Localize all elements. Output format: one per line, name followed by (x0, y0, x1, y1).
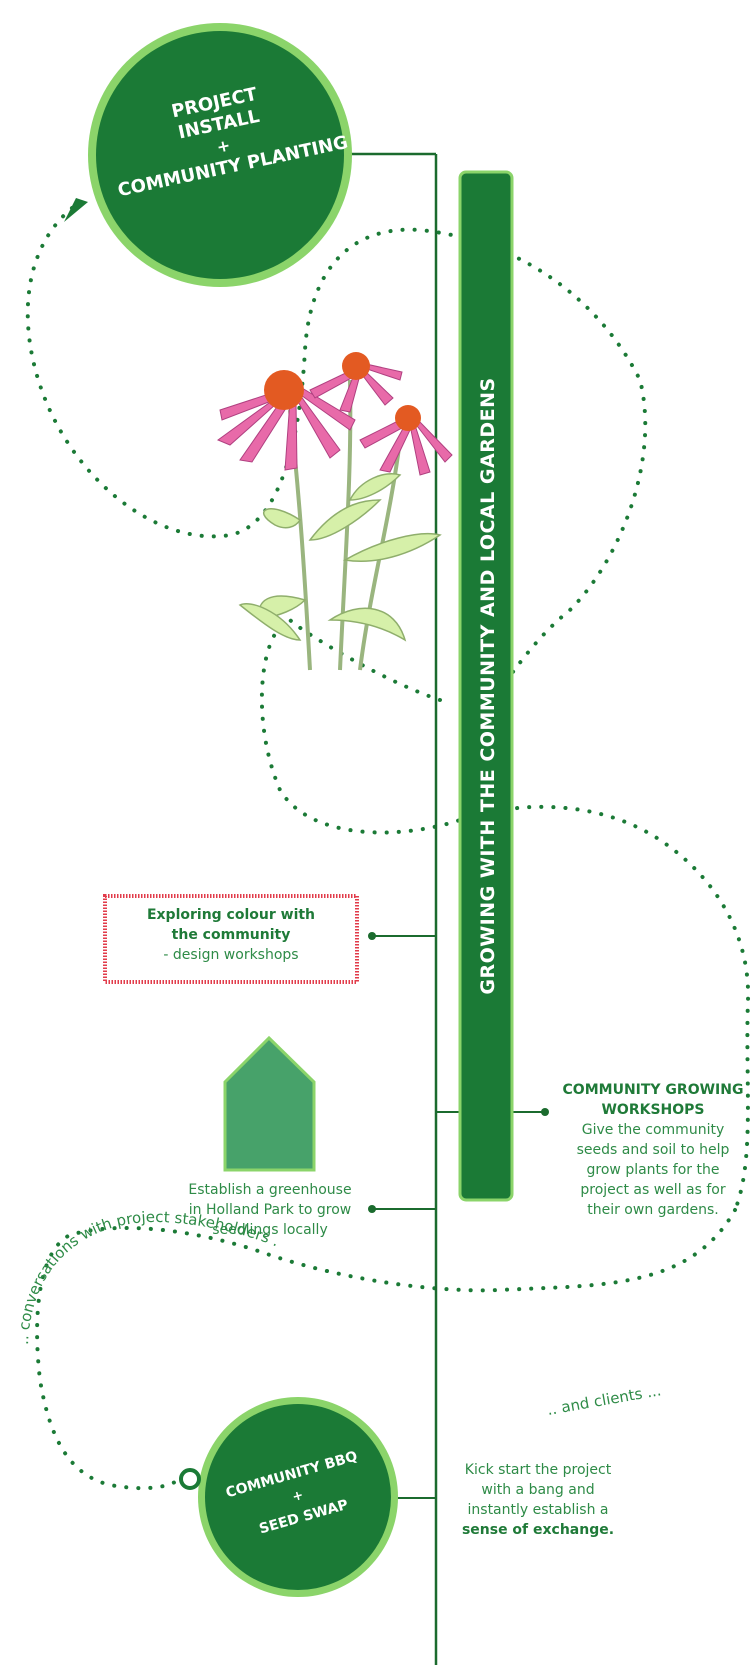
workshops-body-0: Give the community (581, 1122, 725, 1138)
vertical-banner-text: GROWING WITH THE COMMUNITY AND LOCAL GAR… (477, 377, 499, 994)
exploring-title-line2: the community (171, 927, 291, 943)
dot-workshops (541, 1108, 549, 1116)
install-plus: + (215, 135, 232, 156)
kickstart-bold-line: sense of exchange. (461, 1522, 615, 1538)
workshops-body-4: their own gardens. (587, 1202, 719, 1218)
workshops-body-3: project as well as for (580, 1182, 726, 1198)
flower-center (264, 370, 304, 410)
greenhouse-line-0: Establish a greenhouse (188, 1182, 352, 1198)
dot-exploring (368, 932, 376, 940)
workshops-text: COMMUNITY GROWING WORKSHOPS Give the com… (558, 1080, 748, 1220)
workshops-body-2: grow plants for the (586, 1162, 720, 1178)
workshops-title-line1: COMMUNITY GROWING (562, 1082, 744, 1098)
flower-illustration (216, 352, 453, 671)
greenhouse-line-2: seedlings locally (212, 1222, 328, 1238)
vertical-banner (458, 170, 514, 1202)
kickstart-line-2: instantly establish a (467, 1502, 609, 1518)
bbq-plus: + (291, 1488, 306, 1505)
greenhouse-text: Establish a greenhouse in Holland Park t… (170, 1180, 370, 1240)
greenhouse-line-1: in Holland Park to grow (188, 1202, 352, 1218)
arrowhead-icon (64, 198, 88, 222)
greenhouse-icon (223, 1035, 316, 1172)
exploring-subtitle: - design workshops (163, 947, 299, 963)
kickstart-line-1: with a bang and (481, 1482, 595, 1498)
badge-project-install: PROJECT INSTALL + COMMUNITY PLANTING (88, 23, 352, 287)
exploring-title-line1: Exploring colour with (146, 907, 316, 923)
start-circle-icon (179, 1468, 201, 1490)
workshops-title-line2: WORKSHOPS (601, 1102, 705, 1118)
exploring-text: Exploring colour with the community - de… (112, 905, 350, 965)
kickstart-text: Kick start the project with a bang and i… (446, 1460, 630, 1540)
workshops-body-1: seeds and soil to help (576, 1142, 730, 1158)
dot-greenhouse (368, 1205, 376, 1213)
clients-text: .. and clients ... (546, 1381, 663, 1419)
exploring-box (103, 894, 359, 984)
badge-bbq: COMMUNITY BBQ + SEED SWAP (198, 1397, 398, 1597)
kickstart-line-0: Kick start the project (464, 1462, 612, 1478)
